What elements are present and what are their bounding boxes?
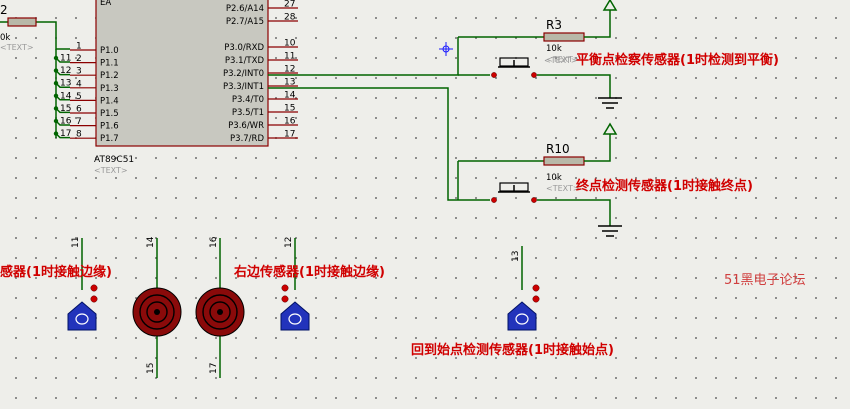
mcu-pin-label: P1.5 bbox=[100, 109, 119, 119]
power-arrow-icon-2 bbox=[602, 122, 618, 135]
home-sensor[interactable]: 13 bbox=[507, 246, 540, 331]
bus-net-number: 12 bbox=[60, 66, 71, 76]
mcu-partial-top-label: EA bbox=[100, 0, 111, 8]
mcu-pin-number: 8 bbox=[76, 130, 82, 140]
mcu-pin-number: 3 bbox=[76, 67, 82, 77]
mcu-pin-number: 16 bbox=[284, 117, 296, 127]
partial-resistor-ref: 2 bbox=[0, 3, 8, 17]
r10-resistor[interactable] bbox=[543, 156, 585, 166]
motor-b-top-net: 16 bbox=[209, 236, 219, 248]
mcu-body[interactable] bbox=[95, 0, 269, 147]
bus-net-number: 14 bbox=[60, 91, 72, 101]
mcu-pin-label: P2.7/A15 bbox=[226, 17, 264, 27]
mcu-pin-label: P1.1 bbox=[100, 59, 119, 69]
mcu-pin-number: 11 bbox=[284, 52, 295, 62]
mcu-part-name: AT89C51 bbox=[94, 155, 134, 165]
motor-a[interactable]: 14 15 bbox=[132, 236, 182, 378]
home-sensor-label: 回到始点检测传感器(1时接触始点) bbox=[411, 342, 614, 358]
mcu-pin-number: 2 bbox=[76, 54, 82, 64]
balance-circuit: R3 10k <TEXT> <TEXT> 平衡点检察传感器(1时检测到平衡) bbox=[268, 0, 779, 109]
edge-sensor-right[interactable]: 12 bbox=[280, 237, 310, 331]
partial-resistor-value: 0k bbox=[0, 33, 10, 43]
sensor-c-body bbox=[507, 301, 537, 331]
sensor-b-net: 12 bbox=[284, 237, 294, 248]
mcu-pin-number: 4 bbox=[76, 79, 82, 89]
bus-net-number: 13 bbox=[60, 79, 71, 89]
end-circuit: R10 10k <TEXT> 终点检测传感器(1时接触终点) bbox=[268, 87, 753, 237]
mcu-pin-label: P3.2/INT0 bbox=[223, 69, 264, 79]
motor-b[interactable]: 16 17 bbox=[195, 236, 245, 378]
balance-sensor-label: 平衡点检察传感器(1时检测到平衡) bbox=[576, 52, 779, 68]
motor-a-bottom-net: 15 bbox=[146, 363, 156, 374]
sensor-b-body bbox=[280, 301, 310, 331]
sensor-a-net: 11 bbox=[71, 237, 81, 248]
balance-pushbutton[interactable] bbox=[491, 57, 537, 78]
left-edge-sensor-label: 感器(1时接触边缘) bbox=[0, 264, 112, 280]
mcu-pin-number: 12 bbox=[284, 65, 295, 75]
partial-resistor[interactable]: 2 0k <TEXT> bbox=[0, 3, 37, 52]
motor-a-top-net: 14 bbox=[146, 236, 156, 248]
mcu-pin-number: 28 bbox=[284, 13, 296, 23]
r10-value: 10k bbox=[546, 173, 562, 183]
mcu-pin-number: 15 bbox=[284, 104, 295, 114]
mcu-pin-label: P3.4/T0 bbox=[232, 95, 264, 105]
crosshair-cursor-icon bbox=[439, 42, 453, 56]
mcu-pin-number: 6 bbox=[76, 105, 82, 115]
left-bus-wires: 11 12 13 14 15 16 17 bbox=[0, 21, 72, 139]
mcu-pin-label: P3.1/TXD bbox=[225, 56, 265, 66]
mcu-pin-number: 17 bbox=[284, 130, 295, 140]
partial-resistor-body[interactable] bbox=[7, 17, 37, 27]
mcu-pin-label: P1.6 bbox=[100, 122, 119, 132]
edge-sensor-left[interactable]: 11 bbox=[67, 237, 98, 331]
r10-placeholder: <TEXT> bbox=[546, 184, 580, 193]
partial-resistor-placeholder: <TEXT> bbox=[0, 43, 34, 52]
ground-icon-2 bbox=[598, 225, 622, 237]
mcu-pin-label: P1.2 bbox=[100, 71, 119, 81]
balance-switch-placeholder: <TEXT> bbox=[544, 56, 578, 65]
mcu-pin-label: P1.0 bbox=[100, 46, 119, 56]
mcu-pin-number: 14 bbox=[284, 91, 296, 101]
mcu-right-pin-group: 27 P2.6/A14 28 P2.7/A15 10 P3.0/RXD 11 P3.1/TXD… bbox=[223, 0, 298, 144]
r3-ref: R3 bbox=[546, 18, 562, 32]
sensor-c-net: 13 bbox=[511, 251, 521, 262]
mcu-pin-label: P2.6/A14 bbox=[226, 4, 264, 14]
mcu-pin-label: P1.3 bbox=[100, 84, 119, 94]
mcu-pin-number: 1 bbox=[76, 42, 82, 52]
bus-net-number: 16 bbox=[60, 117, 72, 127]
end-sensor-label: 终点检测传感器(1时接触终点) bbox=[576, 178, 753, 194]
mcu-pin-label: P3.0/RXD bbox=[224, 43, 264, 53]
mcu-pin-label: P1.7 bbox=[100, 134, 119, 144]
bus-net-number: 15 bbox=[60, 104, 71, 114]
mcu-pin-label: P3.7/RD bbox=[230, 134, 264, 144]
sensor-a-body bbox=[67, 301, 97, 331]
mcu-pin-number: 10 bbox=[284, 39, 296, 49]
mcu-pin-label: P3.6/WR bbox=[228, 121, 264, 131]
mcu-pin-number: 27 bbox=[284, 0, 295, 10]
ground-icon-1 bbox=[598, 97, 622, 109]
mcu-text-placeholder: <TEXT> bbox=[94, 166, 128, 175]
mcu-pin-number: 7 bbox=[76, 117, 82, 127]
mcu-pin-number: 13 bbox=[284, 78, 295, 88]
r3-value: 10k bbox=[546, 44, 562, 54]
end-pushbutton[interactable] bbox=[491, 182, 537, 203]
bus-net-number: 17 bbox=[60, 129, 71, 139]
mcu-pin-label: P3.5/T1 bbox=[232, 108, 264, 118]
mcu-pin-label: P3.3/INT1 bbox=[223, 82, 264, 92]
r10-ref: R10 bbox=[546, 142, 570, 156]
power-arrow-icon-1 bbox=[602, 0, 618, 11]
mcu-pin-label: P1.4 bbox=[100, 96, 119, 106]
r3-placeholder: <TEXT> bbox=[546, 55, 580, 64]
motor-b-bottom-net: 17 bbox=[209, 363, 219, 374]
bus-net-number: 11 bbox=[60, 54, 71, 64]
r3-resistor[interactable] bbox=[543, 32, 585, 42]
mcu-pin-number: 5 bbox=[76, 92, 82, 102]
right-edge-sensor-label: 右边传感器(1时接触边缘) bbox=[233, 264, 385, 280]
watermark-text: 51黑电子论坛 bbox=[724, 273, 806, 288]
